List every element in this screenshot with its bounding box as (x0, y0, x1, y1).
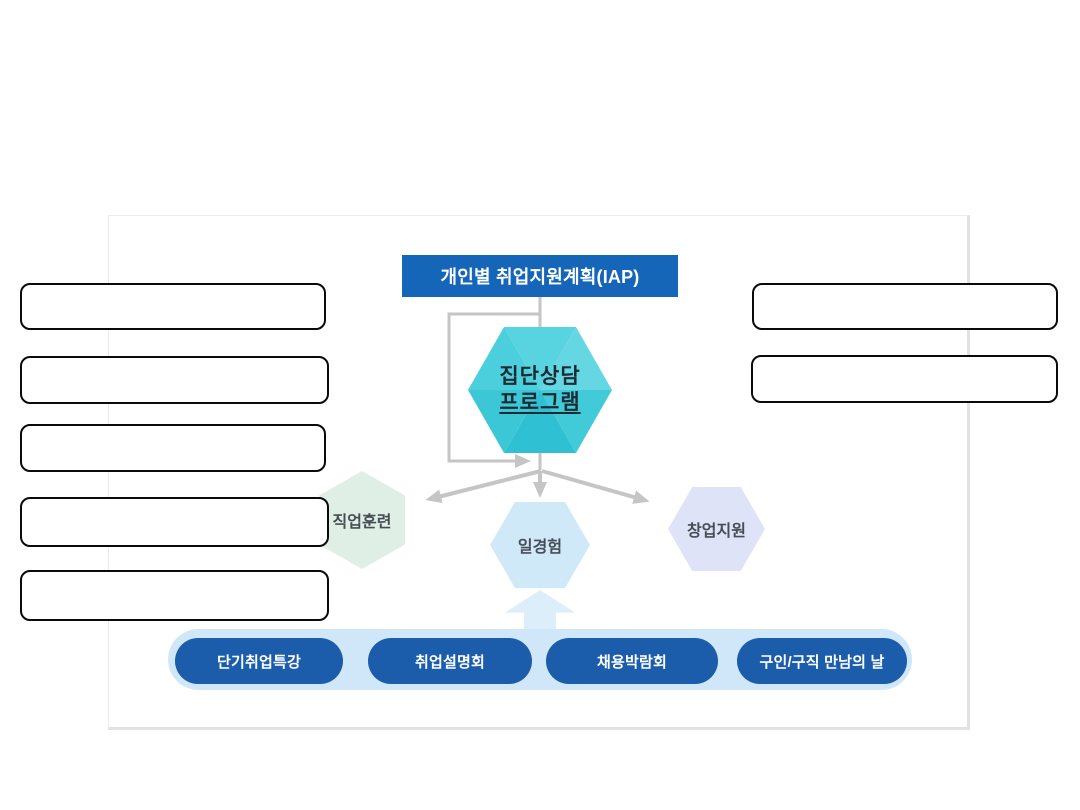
annotation-box-left-5[interactable] (20, 570, 329, 621)
iap-title-bar: 개인별 취업지원계획(IAP) (402, 255, 678, 297)
short-job-lecture-button[interactable]: 단기취업특강 (175, 638, 343, 684)
job-briefing-button[interactable]: 취업설명회 (368, 638, 532, 684)
group-counseling-label: 집단상담 프로그램 (468, 327, 612, 453)
group-counseling-line1: 집단상담 (499, 364, 581, 388)
vocational-training-label: 직업훈련 (332, 514, 392, 531)
job-fair-button[interactable]: 채용박람회 (546, 638, 718, 684)
annotation-box-left-4[interactable] (20, 497, 329, 547)
hexagon-startup-support: 창업지원 (668, 487, 765, 571)
annotation-box-left-1[interactable] (20, 283, 326, 330)
group-counseling-hexagon: 집단상담 프로그램 (468, 327, 612, 453)
hexagon-facets-graphic (468, 327, 612, 453)
group-counseling-line2: 프로그램 (499, 391, 581, 414)
employer-jobseeker-day-button[interactable]: 구인/구직 만남의 날 (737, 638, 907, 684)
annotation-box-right-1[interactable] (752, 283, 1058, 330)
startup-support-label: 창업지원 (687, 523, 746, 540)
annotation-box-right-2[interactable] (751, 355, 1058, 403)
work-experience-label: 일경험 (517, 539, 563, 556)
annotation-box-left-2[interactable] (20, 356, 329, 404)
annotation-box-left-3[interactable] (20, 424, 326, 472)
